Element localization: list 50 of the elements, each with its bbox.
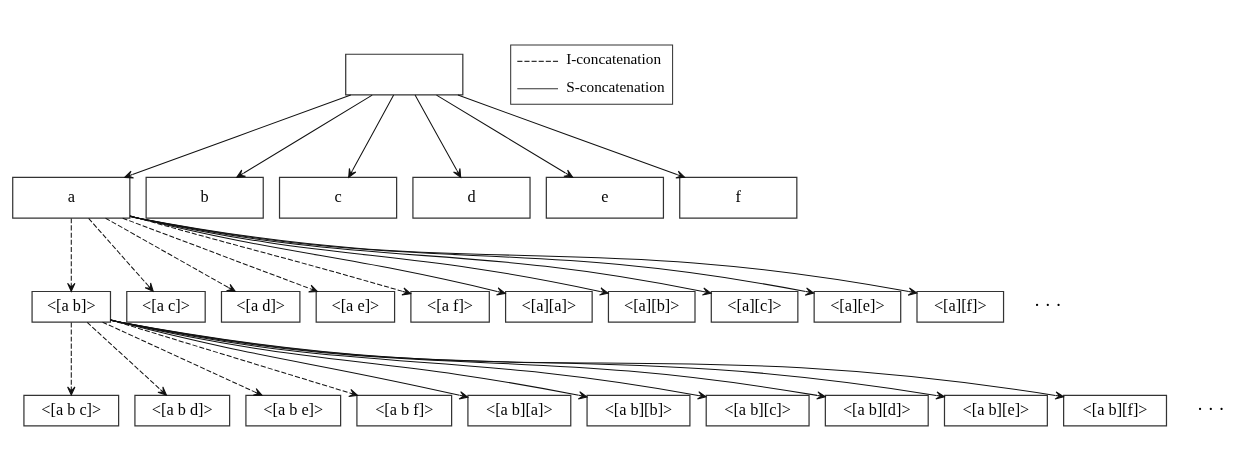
node-box: <[a][f]> [916,290,1005,323]
arrow [88,217,154,292]
node-box: <[a d]> [220,290,301,323]
arrow [129,215,712,296]
node-box: <[a b][e]> [943,394,1048,427]
arrow [67,321,76,396]
arrow [129,215,609,296]
node-box: <[a e]> [315,290,396,323]
legend-label: I-concatenation [566,50,662,68]
label: · · · [1197,399,1225,420]
node-box: <[a b][b]> [586,394,691,427]
arrow [124,94,352,179]
arrow [414,94,462,178]
node-box: <[a b]> [31,290,112,323]
node-box: a [12,176,131,219]
arrow [110,319,707,400]
arrow [348,94,395,178]
node-box: <[a f]> [410,290,490,323]
arrow [457,94,686,179]
legend-label: S-concatenation [566,77,665,95]
node-box: <[a b][a]> [467,394,572,427]
node-box: <[a b][f]> [1063,394,1168,427]
node-box: e [545,176,665,219]
node-box: <[a b d]> [134,394,231,427]
node-box: <[a][a]> [504,290,593,323]
label: · · · [1034,295,1062,316]
node-box: <[a b e]> [245,394,342,427]
node-box: c [278,176,398,219]
node-box: <[a b][d]> [824,394,929,427]
node-box: d [412,176,531,219]
arrow [102,321,263,396]
node-box: <[a][b]> [607,290,696,323]
arrow [236,94,373,178]
arrow [110,319,588,400]
arrow [105,217,236,292]
arrow [122,217,318,293]
node-box: b [145,176,264,219]
arrow [67,217,76,292]
node-box: <[a b f]> [356,394,453,427]
node-box: <[a c]> [126,290,206,323]
arrow [86,321,167,396]
node-box: <[a b c]> [23,394,120,427]
node-box: <[a b][c]> [705,394,810,427]
arrow [436,94,574,178]
node-box [345,53,464,96]
arrow [110,319,469,400]
node-box: <[a][c]> [710,290,799,323]
node-box: f [679,176,798,219]
arrow [129,215,506,296]
node-box: <[a][e]> [813,290,902,323]
